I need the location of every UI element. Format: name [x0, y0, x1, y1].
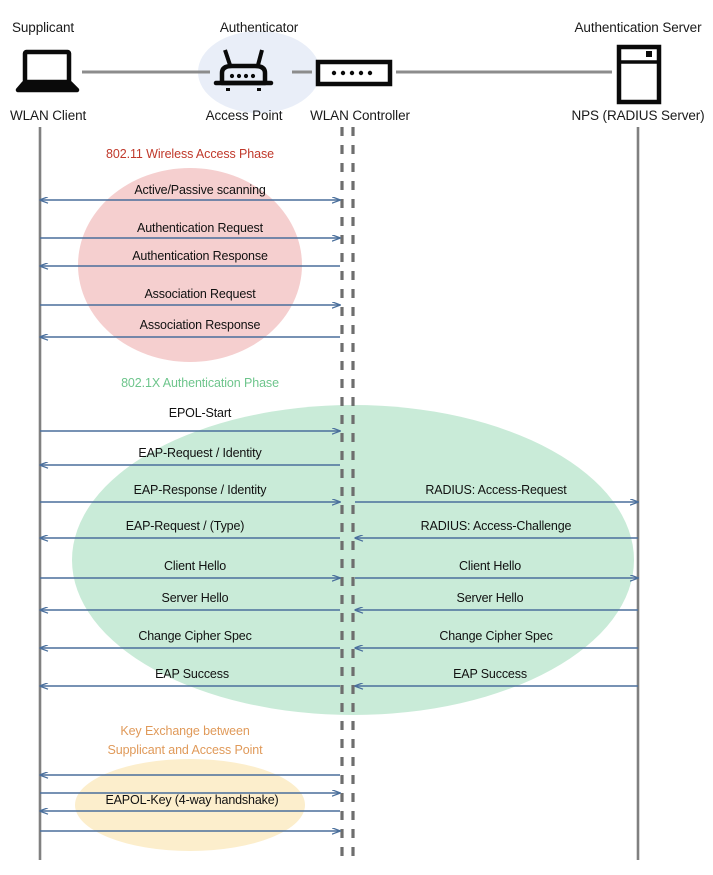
actor-role-authenticator: Authenticator — [219, 20, 299, 35]
message-label-change-cipher-spec-right: Change Cipher Spec — [439, 629, 553, 643]
message-label-authentication-response: Authentication Response — [132, 249, 268, 263]
actor-device-access-point: Access Point — [205, 108, 283, 123]
phase-label-wireless-access: 802.11 Wireless Access Phase — [106, 147, 274, 161]
message-label-radius-access-challenge: RADIUS: Access-Challenge — [420, 519, 572, 533]
ellipse-phase-key-exchange — [75, 759, 305, 851]
message-label-association-request: Association Request — [144, 287, 256, 301]
message-label-change-cipher-spec-left: Change Cipher Spec — [138, 629, 252, 643]
phase-label-dot1x-auth: 802.1X Authentication Phase — [121, 376, 279, 390]
message-label-eap-success-right: EAP Success — [453, 667, 527, 681]
message-label-radius-access-request: RADIUS: Access-Request — [425, 483, 567, 497]
server-icon — [616, 44, 662, 105]
message-label-eap-request-identity: EAP-Request / Identity — [138, 446, 262, 460]
message-label-client-hello-right: Client Hello — [458, 559, 522, 573]
laptop-icon — [15, 49, 80, 93]
message-label-eap-response-identity: EAP-Response / Identity — [133, 483, 267, 497]
actor-role-auth-server: Authentication Server — [574, 20, 702, 35]
message-label-active-passive-scanning: Active/Passive scanning — [134, 183, 266, 197]
message-label-server-hello-right: Server Hello — [456, 591, 524, 605]
phase-label-key-exchange-line1: Key Exchange between — [120, 724, 250, 738]
ellipse-phase-wireless-access — [78, 168, 302, 362]
ellipse-authenticator-group — [198, 31, 320, 113]
message-label-association-response: Association Response — [139, 318, 261, 332]
arrow-group-left — [40, 200, 340, 831]
message-label-eap-request-type: EAP-Request / (Type) — [125, 519, 245, 533]
arrow-group-right — [355, 502, 638, 686]
message-label-eapol-key: EAPOL-Key (4-way handshake) — [105, 793, 279, 807]
message-label-client-hello-left: Client Hello — [163, 559, 227, 573]
message-label-authentication-request: Authentication Request — [137, 221, 263, 235]
switch-icon — [315, 59, 393, 87]
actor-device-wlan-client: WLAN Client — [10, 108, 87, 123]
wireless-router-icon — [213, 49, 274, 91]
message-label-epol-start: EPOL-Start — [168, 406, 232, 420]
message-label-server-hello-left: Server Hello — [161, 591, 229, 605]
phase-label-key-exchange-line2: Supplicant and Access Point — [107, 743, 263, 757]
actor-role-supplicant: Supplicant — [12, 20, 75, 35]
actor-device-wlan-controller: WLAN Controller — [310, 108, 410, 123]
actor-device-nps-server: NPS (RADIUS Server) — [571, 108, 705, 123]
message-label-eap-success-left: EAP Success — [155, 667, 229, 681]
